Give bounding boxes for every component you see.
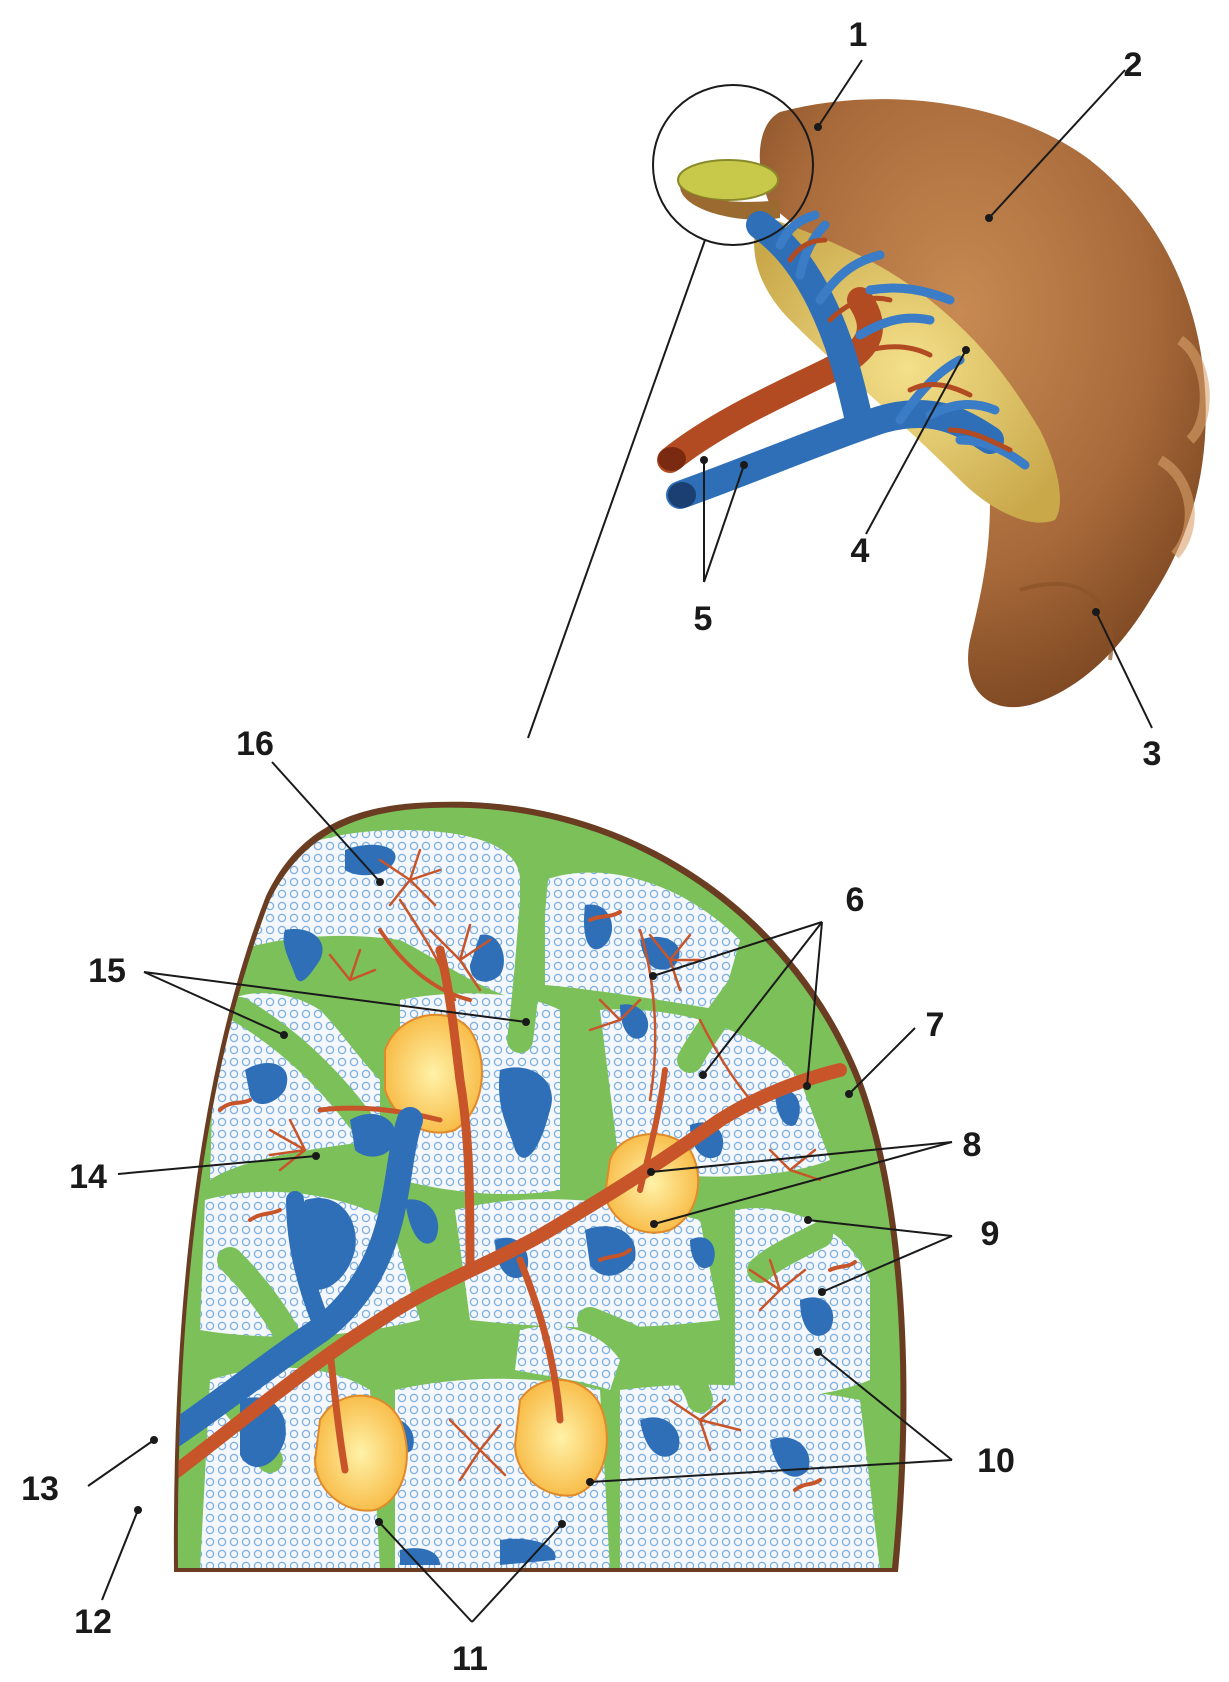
label-9: 9 <box>981 1215 1000 1253</box>
label-14: 14 <box>69 1158 107 1196</box>
label-8: 8 <box>963 1126 982 1164</box>
label-5: 5 <box>694 600 713 638</box>
label-11: 11 <box>452 1640 488 1678</box>
label-4: 4 <box>851 532 870 570</box>
label-16: 16 <box>236 725 274 763</box>
label-3: 3 <box>1143 735 1162 773</box>
cut-surface <box>678 160 778 200</box>
label-2: 2 <box>1124 46 1143 84</box>
label-12: 12 <box>74 1603 112 1641</box>
label-6: 6 <box>846 881 865 919</box>
label-10: 10 <box>977 1442 1015 1480</box>
label-13: 13 <box>21 1470 59 1508</box>
follicle <box>315 1396 407 1511</box>
label-1: 1 <box>849 16 868 54</box>
label-7: 7 <box>926 1006 945 1044</box>
label-15: 15 <box>88 952 126 990</box>
